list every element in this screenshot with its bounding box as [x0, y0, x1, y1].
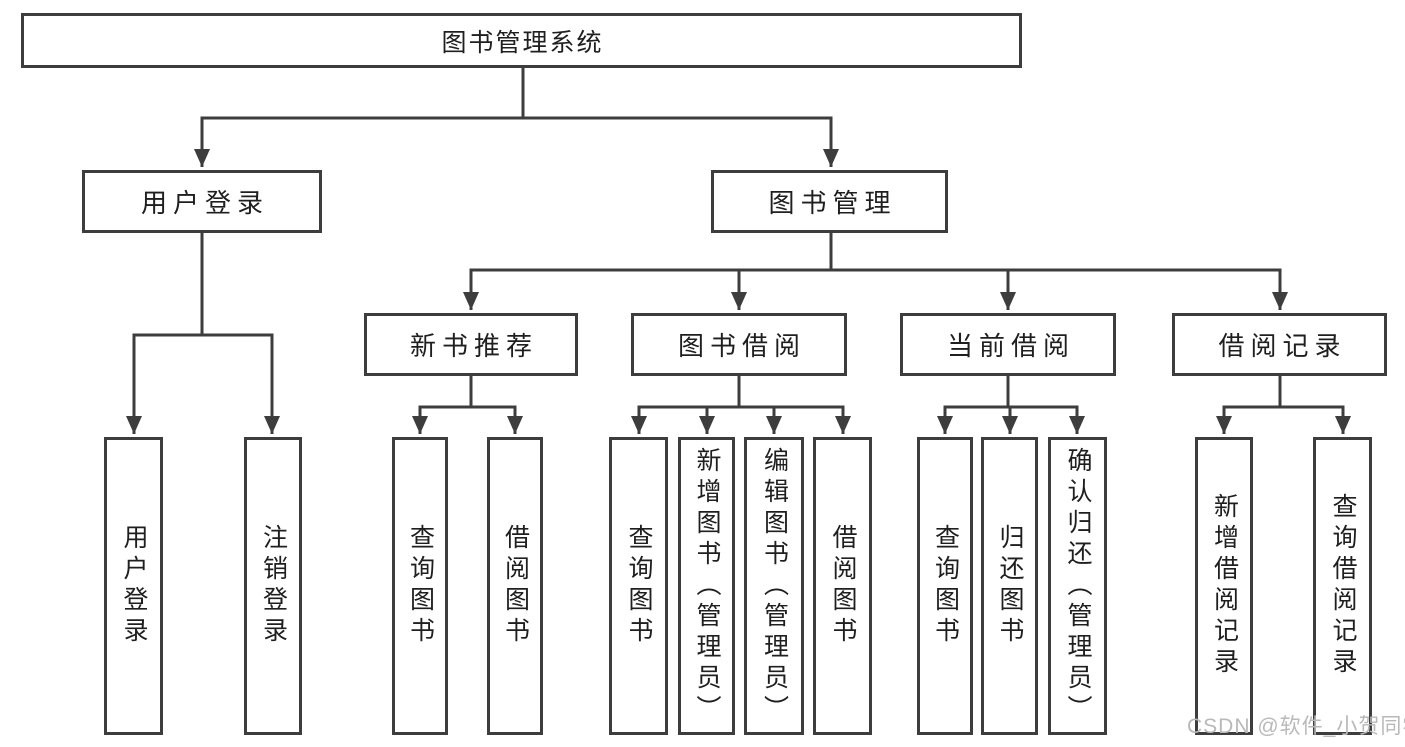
node-label: 图书管理 [768, 188, 897, 218]
leaf-label: 借阅图书 [501, 524, 530, 648]
leaf-add-book-admin: 新增图书（管理员） [678, 437, 735, 735]
node-current-borrowing: 当前借阅 [900, 313, 1116, 376]
leaf-borrow-books: 借阅图书 [813, 437, 872, 735]
leaf-label: 查询借阅记录 [1329, 493, 1357, 679]
leaf-label: 用户登录 [120, 524, 148, 648]
leaf-query-books-current: 查询图书 [917, 437, 973, 735]
leaf-logout: 注销登录 [244, 437, 302, 735]
node-new-book-recommend: 新书推荐 [364, 313, 578, 376]
node-book-borrowing: 图书借阅 [631, 313, 847, 376]
leaf-label: 新增借阅记录 [1210, 493, 1239, 679]
leaf-label: 新增图书（管理员） [693, 446, 721, 726]
leaf-label: 编辑图书（管理员） [760, 446, 789, 726]
root-node: 图书管理系统 [21, 13, 1022, 68]
node-label: 新书推荐 [409, 331, 538, 361]
leaf-label: 注销登录 [259, 524, 288, 648]
leaf-label: 确认归还（管理员） [1064, 446, 1092, 726]
node-label: 当前借阅 [946, 331, 1075, 361]
leaf-query-borrow-record: 查询借阅记录 [1313, 437, 1372, 735]
leaf-label: 查询图书 [625, 524, 653, 648]
node-label: 用户登录 [140, 188, 269, 218]
leaf-return-books: 归还图书 [981, 437, 1038, 735]
leaf-query-books-borrowing: 查询图书 [609, 437, 668, 735]
leaf-edit-book-admin: 编辑图书（管理员） [744, 437, 804, 735]
leaf-label: 查询图书 [931, 524, 960, 648]
leaf-borrow-books-recommend: 借阅图书 [487, 437, 543, 735]
node-label: 图书借阅 [677, 331, 806, 361]
leaf-label: 查询图书 [406, 524, 435, 648]
leaf-query-books-recommend: 查询图书 [392, 437, 448, 735]
root-node-label: 图书管理系统 [441, 28, 604, 57]
leaf-confirm-return-admin: 确认归还（管理员） [1048, 437, 1107, 735]
leaf-label: 归还图书 [996, 524, 1024, 648]
leaf-label: 借阅图书 [829, 524, 857, 648]
node-book-management: 图书管理 [711, 170, 948, 233]
watermark: CSDN @软件_小贺同学 [1187, 715, 1405, 738]
node-borrow-records: 借阅记录 [1172, 313, 1387, 376]
node-user-login: 用户登录 [82, 170, 322, 233]
node-label: 借阅记录 [1218, 331, 1347, 361]
leaf-add-borrow-record: 新增借阅记录 [1195, 437, 1253, 735]
leaf-user-login: 用户登录 [104, 437, 163, 735]
